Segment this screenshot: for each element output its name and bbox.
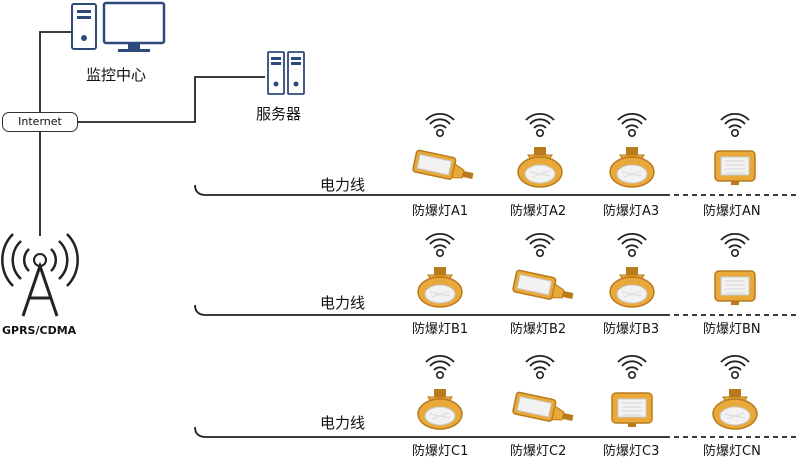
wifi-icon (425, 354, 455, 380)
lamp-label: 防爆灯C2 (510, 444, 567, 459)
server-label: 服务器 (256, 105, 302, 123)
flood-lamp-icon (714, 150, 756, 186)
lamp-label: 防爆灯A3 (603, 204, 660, 219)
power-line-label-b: 电力线 (320, 294, 366, 312)
street-lamp-icon (511, 391, 577, 427)
internet-label: Internet (2, 112, 78, 132)
power-line-label-a: 电力线 (320, 176, 366, 194)
lamp-label: 防爆灯BN (703, 322, 761, 337)
wifi-icon (525, 232, 555, 258)
power-line (194, 426, 665, 438)
wifi-icon (617, 354, 647, 380)
lamp-label: 防爆灯CN (703, 444, 761, 459)
round-lamp-icon (609, 146, 655, 188)
wifi-icon (525, 354, 555, 380)
wifi-icon (525, 112, 555, 138)
wifi-icon (617, 232, 647, 258)
link-monitor (39, 31, 72, 112)
street-lamp-icon (411, 149, 477, 185)
lamp-label: 防爆灯C3 (603, 444, 660, 459)
lamp-label: 防爆灯B3 (603, 322, 660, 337)
wifi-icon (425, 112, 455, 138)
antenna-icon (1, 233, 79, 317)
round-lamp-icon (609, 266, 655, 308)
wifi-icon (425, 232, 455, 258)
power-line-row (194, 354, 800, 438)
flood-lamp-icon (714, 270, 756, 306)
street-lamp-icon (511, 269, 577, 305)
flood-lamp-icon (611, 392, 653, 428)
round-lamp-icon (417, 266, 463, 308)
power-line-label-c: 电力线 (320, 414, 366, 432)
lamp-label: 防爆灯B1 (412, 322, 469, 337)
lamp-label: 防爆灯A1 (412, 204, 469, 219)
lamp-label: 防爆灯B2 (510, 322, 567, 337)
wifi-icon (720, 354, 750, 380)
link-server (78, 76, 265, 123)
gprs-label: GPRS/CDMA (2, 324, 77, 337)
lamp-label: 防爆灯AN (703, 204, 761, 219)
power-line-row (194, 232, 800, 316)
server-icon (267, 51, 305, 95)
power-line (194, 184, 665, 196)
wifi-icon (720, 232, 750, 258)
monitor-center-icon (71, 1, 166, 52)
round-lamp-icon (517, 146, 563, 188)
round-lamp-icon (712, 388, 758, 430)
power-line-row (194, 112, 800, 196)
round-lamp-icon (417, 388, 463, 430)
wifi-icon (617, 112, 647, 138)
power-line (194, 304, 665, 316)
lamp-label: 防爆灯C1 (412, 444, 469, 459)
monitor-center-label: 监控中心 (86, 66, 147, 84)
lamp-label: 防爆灯A2 (510, 204, 567, 219)
wifi-icon (720, 112, 750, 138)
